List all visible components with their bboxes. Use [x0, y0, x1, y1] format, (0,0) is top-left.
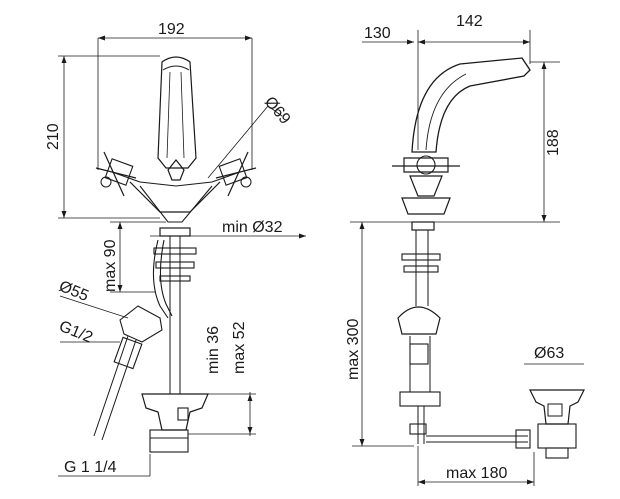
side-view-tap [392, 57, 585, 459]
arrowheads [61, 35, 547, 485]
dimension-arrowhead [541, 62, 547, 69]
side-view-dimensions [350, 30, 584, 486]
dimension-arrowhead [299, 233, 306, 239]
dimension-arrowhead [98, 35, 105, 41]
label-rear-offset: 130 [364, 25, 391, 42]
dimension-arrowhead [117, 222, 123, 229]
dimension-arrowhead [359, 439, 365, 446]
label-max-thickness: max 52 [231, 321, 248, 374]
label-max-under-counter: max 300 [345, 319, 362, 380]
label-height-total: 210 [45, 123, 62, 150]
dimension-arrowhead [523, 39, 530, 45]
dimension-arrowhead [247, 394, 253, 401]
label-waste-thread: G 1 1/4 [64, 459, 117, 476]
dimension-arrowhead [61, 211, 67, 218]
dimension-arrowhead [527, 479, 534, 485]
label-waste-diameter: Ø63 [534, 345, 564, 362]
dimension-arrowhead [359, 222, 365, 229]
dimension-arrowhead [117, 285, 123, 292]
label-rosette-diameter: Ø69 [261, 94, 294, 128]
right-cross-handle [215, 151, 257, 197]
label-max-deck-thickness: max 90 [102, 239, 119, 292]
label-spout-reach: 142 [456, 13, 483, 30]
label-width-total: 192 [158, 21, 185, 38]
dimension-arrowhead [247, 427, 253, 434]
left-cross-handle [95, 151, 137, 197]
label-connection-thread: G1/2 [57, 318, 96, 347]
front-view-dimensions [58, 37, 306, 477]
label-spout-height: 188 [545, 129, 562, 156]
front-view-tap [93, 56, 257, 453]
label-min-thickness: min 36 [205, 326, 222, 374]
dimension-arrowhead [61, 56, 67, 63]
dimension-arrowhead [418, 479, 425, 485]
dimension-arrowhead [418, 39, 425, 45]
dimension-arrowhead [245, 35, 252, 41]
label-max-rod-length: max 180 [446, 465, 507, 482]
dimension-arrowhead [407, 39, 414, 45]
label-flange-diameter: Ø55 [57, 278, 92, 305]
label-min-hole-diameter: min Ø32 [222, 219, 283, 236]
dimension-arrowhead [541, 215, 547, 222]
